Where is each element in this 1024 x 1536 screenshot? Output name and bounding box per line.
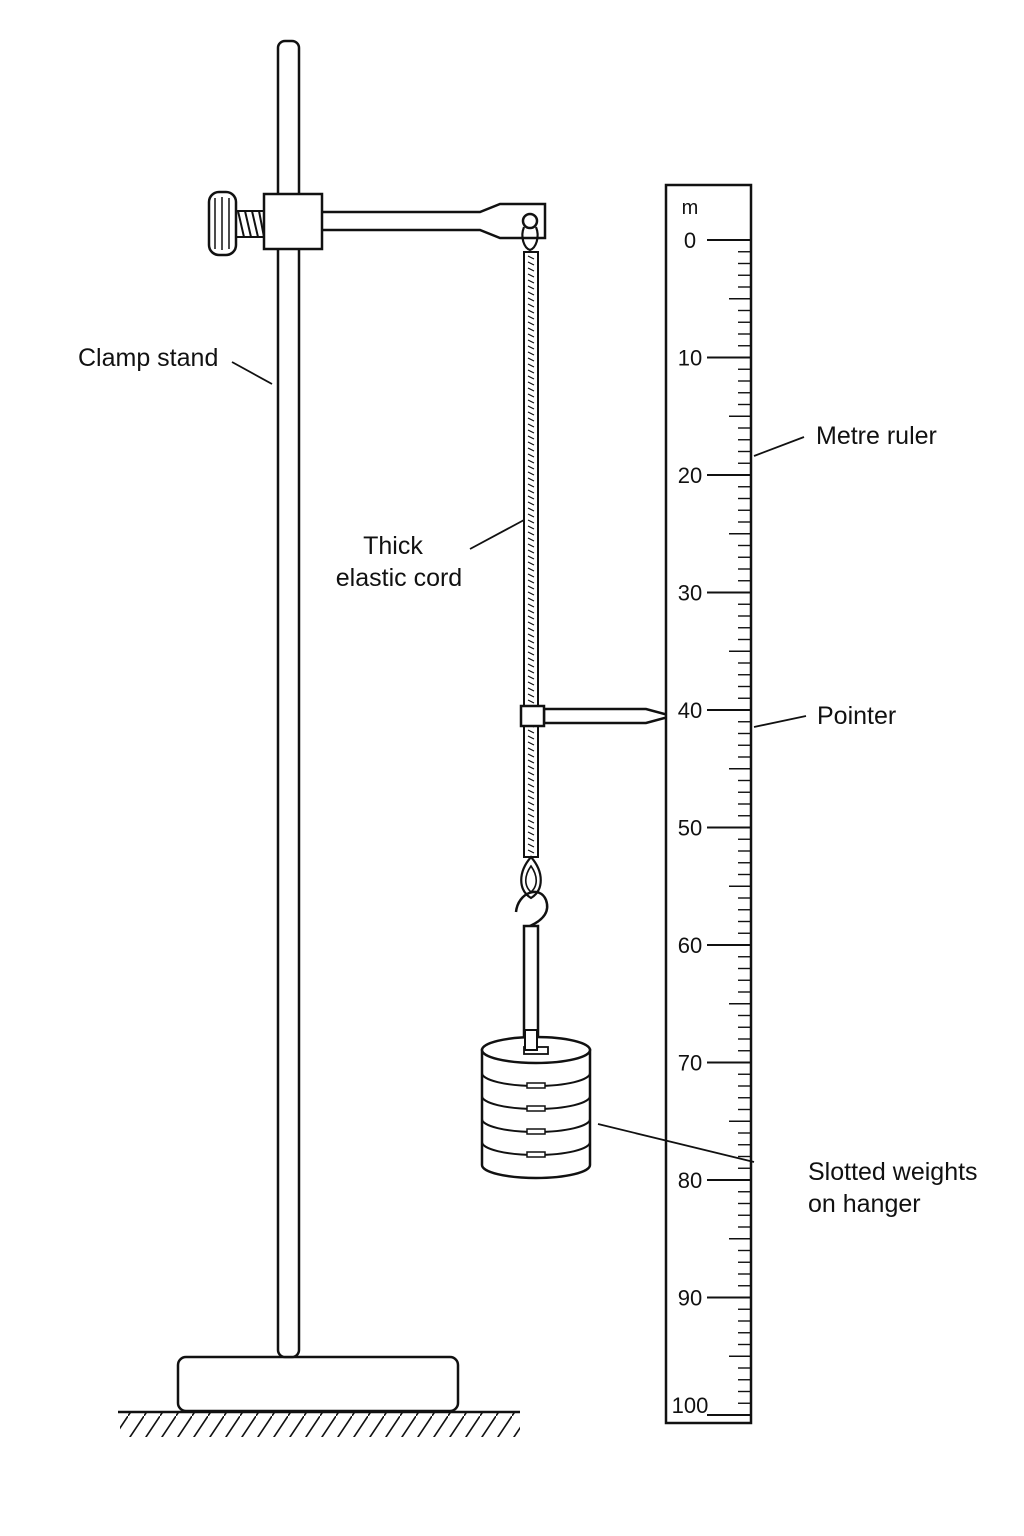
weight-slot-3 [526, 1128, 546, 1135]
leader-metre-ruler [753, 436, 805, 457]
label-weights-line2: on hanger [808, 1190, 921, 1218]
ruler-tick-label-30: 30 [678, 581, 702, 606]
labels: Clamp stand Thick elastic cord Metre rul… [78, 344, 978, 1218]
ruler-tick-label-80: 80 [678, 1168, 702, 1193]
label-pointer: Pointer [817, 702, 896, 730]
metre-ruler: m 0 10 20 30 40 50 60 70 80 90 100 [664, 183, 753, 1425]
ruler-tick-label-20: 20 [678, 463, 702, 488]
label-weights-line1: Slotted weights [808, 1158, 978, 1186]
leader-clamp-stand [231, 361, 273, 385]
ruler-tick-label-70: 70 [678, 1051, 702, 1076]
clamp-screw [236, 210, 265, 238]
top-hook [521, 212, 539, 230]
ruler-tick-label-60: 60 [678, 933, 702, 958]
weight-slot-4 [526, 1151, 546, 1158]
ruler-body [664, 183, 753, 1425]
label-metre-ruler: Metre ruler [816, 422, 937, 450]
ruler-unit-label: m [682, 197, 699, 219]
leader-pointer [753, 715, 807, 728]
ruler-ticks [707, 239, 751, 1416]
weight-slot-2 [526, 1105, 546, 1112]
ruler-tick-label-40: 40 [678, 698, 702, 723]
ruler-tick-label-50: 50 [678, 816, 702, 841]
slotted-weights [480, 1029, 592, 1180]
weight-slot-1 [526, 1082, 546, 1089]
hanger-rod-stub [524, 1029, 538, 1051]
pointer [519, 704, 677, 728]
clamp-stand [176, 39, 547, 1413]
ruler-tick-labels: 0 10 20 30 40 50 60 70 80 90 100 [672, 228, 709, 1418]
ground [118, 1410, 520, 1437]
weights-body [480, 1048, 592, 1180]
weight-hanger [514, 890, 549, 1054]
label-cord-line2: elastic cord [336, 564, 462, 592]
leader-slotted-weights [597, 1123, 755, 1163]
ruler-tick-label-0: 0 [684, 228, 696, 253]
ruler-tick-label-90: 90 [678, 1286, 702, 1311]
leader-lines [231, 361, 807, 1163]
label-cord-line1: Thick [363, 532, 423, 560]
boss-head [262, 192, 324, 251]
ruler-tick-label-10: 10 [678, 346, 702, 371]
stand-rod [276, 39, 301, 1359]
clamp-arm [318, 202, 547, 240]
stand-base [176, 1355, 460, 1413]
leader-elastic-cord [469, 519, 525, 550]
ruler-tick-label-100: 100 [672, 1393, 709, 1418]
elastic-cord [520, 251, 542, 900]
label-clamp-stand: Clamp stand [78, 344, 218, 372]
